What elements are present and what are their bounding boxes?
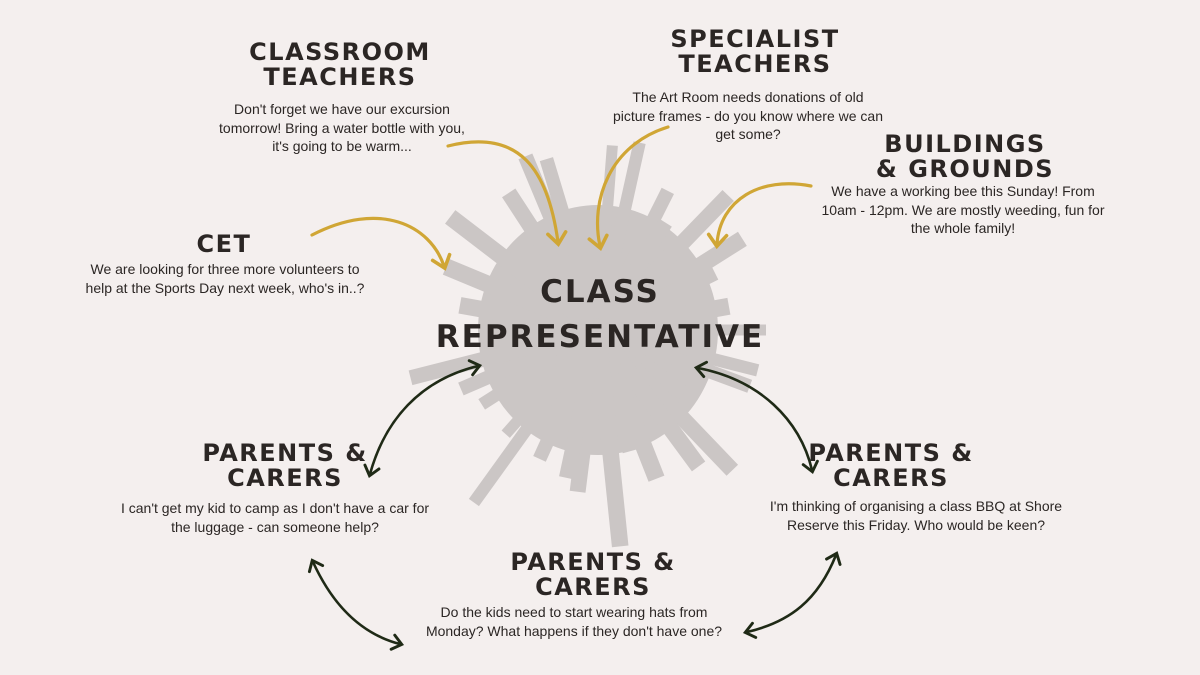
parents-bottom-title-line1: PARENTS & — [510, 548, 676, 576]
parents-left-title-line1: PARENTS & — [202, 439, 368, 467]
arrow-buildings-grounds — [706, 182, 813, 250]
arrow-center-parents-right — [693, 360, 819, 475]
specialist-teachers-title-line2: TEACHERS — [678, 50, 832, 78]
center-node-title: CLASS REPRESENTATIVE — [400, 270, 800, 360]
parents-right-message: I'm thinking of organising a class BBQ a… — [769, 498, 1063, 533]
parents-left-title-line2: CARERS — [227, 464, 343, 492]
center-title-line1: CLASS — [540, 274, 660, 310]
parents-right-title-line1: PARENTS & — [808, 439, 974, 467]
arrow-classroom-teachers — [446, 140, 568, 248]
burst-ray — [589, 329, 629, 548]
burst-ray — [596, 297, 731, 339]
arrow-specialist-teachers — [587, 125, 670, 251]
cet-title-line1: CET — [196, 230, 252, 258]
brush-burst-shape — [408, 141, 766, 548]
arrow-center-parents-left — [363, 359, 483, 478]
parents-right-title: PARENTS & CARERS — [786, 441, 996, 491]
specialist-teachers-title: SPECIALIST TEACHERS — [610, 27, 900, 77]
arrow-parents-left-bottom — [307, 558, 405, 651]
buildings-grounds-title-line2: & GROUNDS — [875, 155, 1055, 183]
parents-left-title: PARENTS & CARERS — [180, 441, 390, 491]
parents-bottom-message: Do the kids need to start wearing hats f… — [425, 604, 723, 639]
arrow-cet — [310, 216, 452, 271]
buildings-grounds-message: We have a working bee this Sunday! From … — [821, 183, 1105, 236]
classroom-teachers-title-line2: TEACHERS — [263, 63, 417, 91]
parents-bottom-title: PARENTS & CARERS — [488, 550, 698, 600]
burst-ray — [539, 157, 605, 332]
burst-ray — [501, 326, 603, 438]
specialist-teachers-message: The Art Room needs donations of old pict… — [612, 89, 883, 142]
classroom-teachers-title: CLASSROOM TEACHERS — [200, 40, 480, 90]
cet-message: We are looking for three more volunteers… — [85, 261, 365, 296]
classroom-teachers-message: Don't forget we have our excursion tomor… — [219, 101, 465, 154]
parents-right-title-line2: CARERS — [833, 464, 949, 492]
parents-bottom-title-line2: CARERS — [535, 573, 651, 601]
burst-ray — [591, 141, 646, 332]
buildings-grounds-title: BUILDINGS & GROUNDS — [850, 132, 1080, 182]
center-title-line2: REPRESENTATIVE — [435, 319, 765, 355]
classroom-teachers-title-line1: CLASSROOM — [249, 38, 431, 66]
arrow-parents-right-bottom — [742, 551, 842, 639]
cet-title: CET — [164, 232, 284, 257]
specialist-teachers-title-line1: SPECIALIST — [670, 25, 840, 53]
parents-left-message: I can't get my kid to camp as I don't ha… — [120, 500, 430, 535]
buildings-grounds-title-line1: BUILDINGS — [884, 130, 1046, 158]
